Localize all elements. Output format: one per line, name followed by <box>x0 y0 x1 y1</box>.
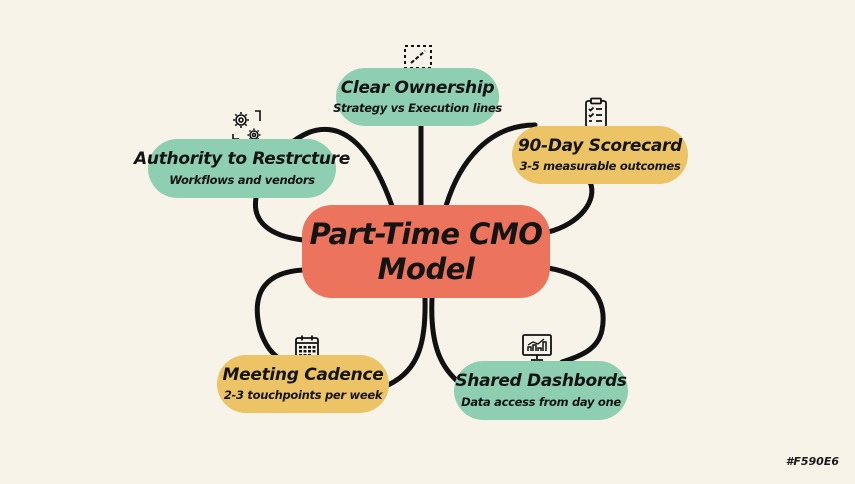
node-title: Authority to Restrcture <box>134 149 350 170</box>
connector-scorecard-right <box>545 179 595 235</box>
node-subtitle: Workflows and vendors <box>169 172 315 187</box>
node-subtitle: 3-5 measurable outcomes <box>519 159 681 174</box>
hex-color-label: #F590E6 <box>785 455 839 468</box>
node-subtitle: 2-3 touchpoints per week <box>223 388 383 403</box>
node-authority[interactable]: Authority to Restrcture Workflows and ve… <box>134 139 350 198</box>
node-shared-dashboards[interactable]: Shared Dashbords Data access from day on… <box>454 361 628 420</box>
node-title: Clear Ownership <box>340 77 495 98</box>
node-title: 90-Day Scorecard <box>518 135 682 156</box>
connector-meeting-left <box>254 267 306 363</box>
central-topic-line1: Part-Time CMO <box>309 216 543 251</box>
monitor-chart-icon <box>521 333 553 367</box>
connector-scorecard-top <box>443 122 538 209</box>
node-clear-ownership[interactable]: Clear Ownership Strategy vs Execution li… <box>333 68 502 126</box>
central-topic-line2: Model <box>377 251 475 286</box>
connector-dashboards-right <box>545 265 606 365</box>
node-scorecard[interactable]: 90-Day Scorecard 3-5 measurable outcomes <box>512 126 688 184</box>
connector-meeting-bottom <box>385 295 428 388</box>
node-subtitle: Strategy vs Execution lines <box>333 101 502 116</box>
node-title: Shared Dashbords <box>455 371 627 392</box>
node-subtitle: Data access from day one <box>461 394 621 409</box>
central-topic[interactable]: Part-Time CMO Model <box>302 205 550 298</box>
node-title: Meeting Cadence <box>222 364 384 385</box>
connector-authority-left <box>252 195 306 243</box>
node-meeting-cadence[interactable]: Meeting Cadence 2-3 touchpoints per week <box>217 355 389 413</box>
